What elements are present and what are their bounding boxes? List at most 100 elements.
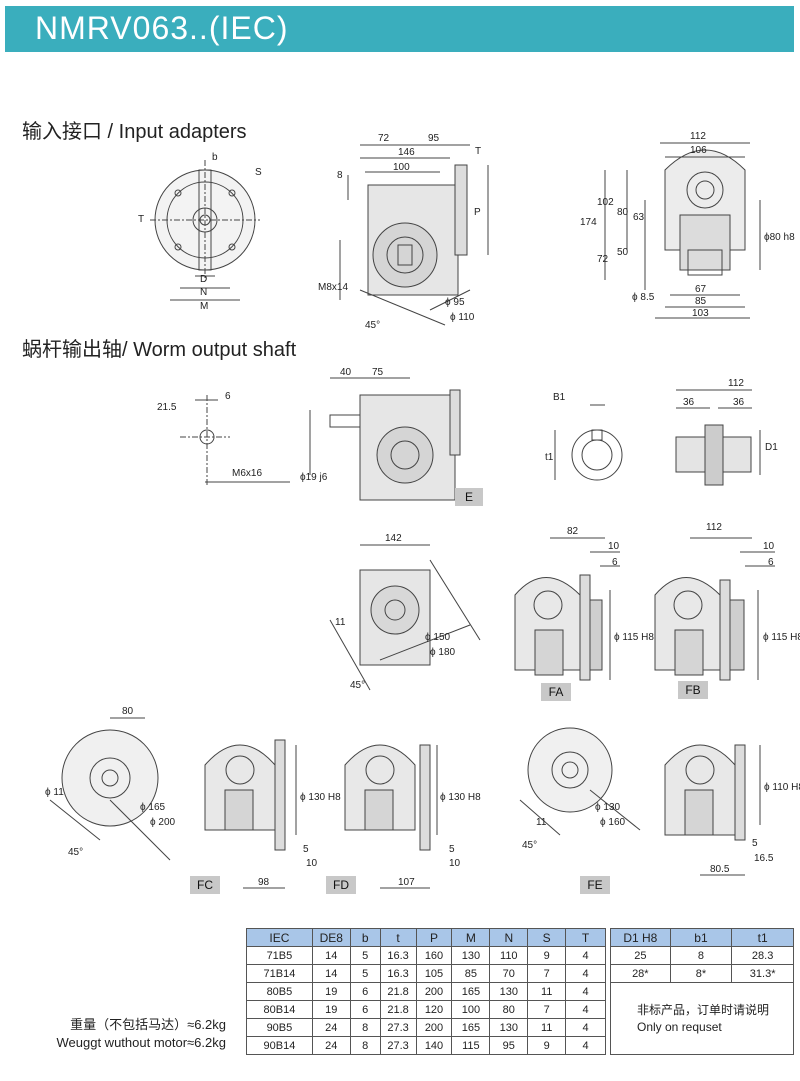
table-cell: 11 (527, 1018, 567, 1037)
col-t: t (379, 928, 417, 947)
worm-shaft-end-view (180, 395, 290, 485)
header-bar: NMRV063..(IEC) (5, 6, 794, 52)
table-cell: 5 (349, 964, 381, 983)
dim-t1: t1 (545, 452, 554, 463)
dim-6: 6 (768, 557, 774, 568)
dim-5: 5 (752, 838, 758, 849)
table-cell: 85 (451, 964, 491, 983)
dim-75: 75 (372, 367, 384, 378)
table-cell: 25 (610, 946, 671, 965)
dim-50: 50 (617, 247, 629, 258)
dim-36a: 36 (683, 397, 695, 408)
dim-107: 107 (398, 877, 415, 888)
table-cell: 27.3 (379, 1036, 417, 1055)
dim-80-5: 80.5 (710, 864, 730, 875)
dim-80: 80 (617, 207, 629, 218)
dim-phi130h8: ϕ 130 H8 (300, 792, 341, 803)
dim-112: 112 (706, 522, 722, 533)
table-cell: 140 (415, 1036, 453, 1055)
dim-m6x16: M6x16 (232, 468, 262, 479)
table-cell: 24 (311, 1018, 351, 1037)
table-cell: 6 (349, 982, 381, 1001)
dim-21-5: 21.5 (157, 402, 177, 413)
variant-tag-fb: FB (678, 681, 708, 699)
dim-102: 102 (597, 197, 614, 208)
input-adapter-side-view (339, 144, 489, 326)
col-de8: DE8 (311, 928, 351, 947)
table-cell: 24 (311, 1036, 351, 1055)
dim-112: 112 (728, 378, 744, 389)
table-cell: 160 (415, 946, 453, 965)
col-n: N (489, 928, 529, 947)
dim-45deg: 45° (522, 840, 537, 851)
table-cell: 80 (489, 1000, 529, 1019)
dim-phi8-5: ϕ 8.5 (632, 292, 655, 303)
table-cell: 90B14 (246, 1036, 313, 1055)
dim-b1: B1 (553, 392, 566, 403)
table-cell: 7 (527, 964, 567, 983)
table-cell: 16.3 (379, 964, 417, 983)
dim-d: D (200, 274, 207, 285)
fa-view (514, 537, 620, 681)
dim-p: P (474, 207, 481, 218)
table-cell: 11 (527, 982, 567, 1001)
table-row: 28* 8* 31.3* (610, 964, 794, 983)
table-cell: 115 (451, 1036, 491, 1055)
table-cell: 200 (415, 982, 453, 1001)
table-cell: 28.3 (731, 946, 794, 965)
dim-d1: D1 (765, 442, 778, 453)
table-cell: 16.3 (379, 946, 417, 965)
table-cell: 9 (527, 946, 567, 965)
variant-tag-fe: FE (580, 876, 610, 894)
col-b: b (349, 928, 381, 947)
table-cell: 4 (565, 1018, 606, 1037)
through-shaft-view (675, 389, 761, 486)
table-cell: 90B5 (246, 1018, 313, 1037)
fb-view (654, 537, 775, 681)
table-cell: 4 (565, 1036, 606, 1055)
dim-t: T (138, 214, 144, 225)
col-d1h8: D1 H8 (610, 928, 671, 947)
table-cell: 4 (565, 946, 606, 965)
table-cell: 21.8 (379, 982, 417, 1001)
fd-view (344, 744, 438, 889)
table-cell: 110 (489, 946, 529, 965)
dim-103: 103 (692, 308, 709, 319)
hollow-shaft-view (554, 404, 623, 481)
table-cell: 14 (311, 946, 351, 965)
table-cell: 165 (451, 1018, 491, 1037)
dim-45deg: 45° (350, 680, 365, 691)
table-cell: 31.3* (731, 964, 794, 983)
col-s: S (527, 928, 567, 947)
fe-front-view (519, 727, 641, 836)
table-cell: 27.3 (379, 1018, 417, 1037)
dim-67: 67 (695, 284, 707, 295)
dim-174: 174 (580, 217, 597, 228)
dim-72: 72 (378, 133, 390, 144)
table-note-row: 非标产品，订单时请说明 Only on requset (610, 982, 794, 1055)
col-m: M (451, 928, 491, 947)
dim-146: 146 (398, 147, 415, 158)
dim-82: 82 (567, 526, 579, 537)
col-t1: t1 (731, 928, 794, 947)
dim-45deg: 45° (68, 847, 83, 858)
input-adapter-end-view (604, 142, 761, 319)
dim-n: N (200, 287, 207, 298)
dim-112: 112 (690, 131, 706, 142)
table-header-row: IEC DE8 b t P M N S T (246, 928, 606, 947)
variant-tag-fa: FA (541, 683, 571, 701)
dim-63: 63 (633, 212, 645, 223)
page-title: NMRV063..(IEC) (35, 10, 289, 46)
table-cell: 4 (565, 982, 606, 1001)
weight-note: 重量（不包括马达）≈6.2kg Weuggt wuthout motor≈6.2… (10, 1016, 227, 1052)
dim-98: 98 (258, 877, 270, 888)
dim-36b: 36 (733, 397, 745, 408)
dim-phi165: ϕ 165 (140, 802, 166, 813)
fc-side-view (204, 739, 297, 889)
table-cell: 8* (669, 964, 733, 983)
table-note: 非标产品，订单时请说明 Only on requset (610, 982, 794, 1055)
table-cell: 105 (415, 964, 453, 983)
dim-95: 95 (428, 133, 440, 144)
dim-10: 10 (608, 541, 620, 552)
